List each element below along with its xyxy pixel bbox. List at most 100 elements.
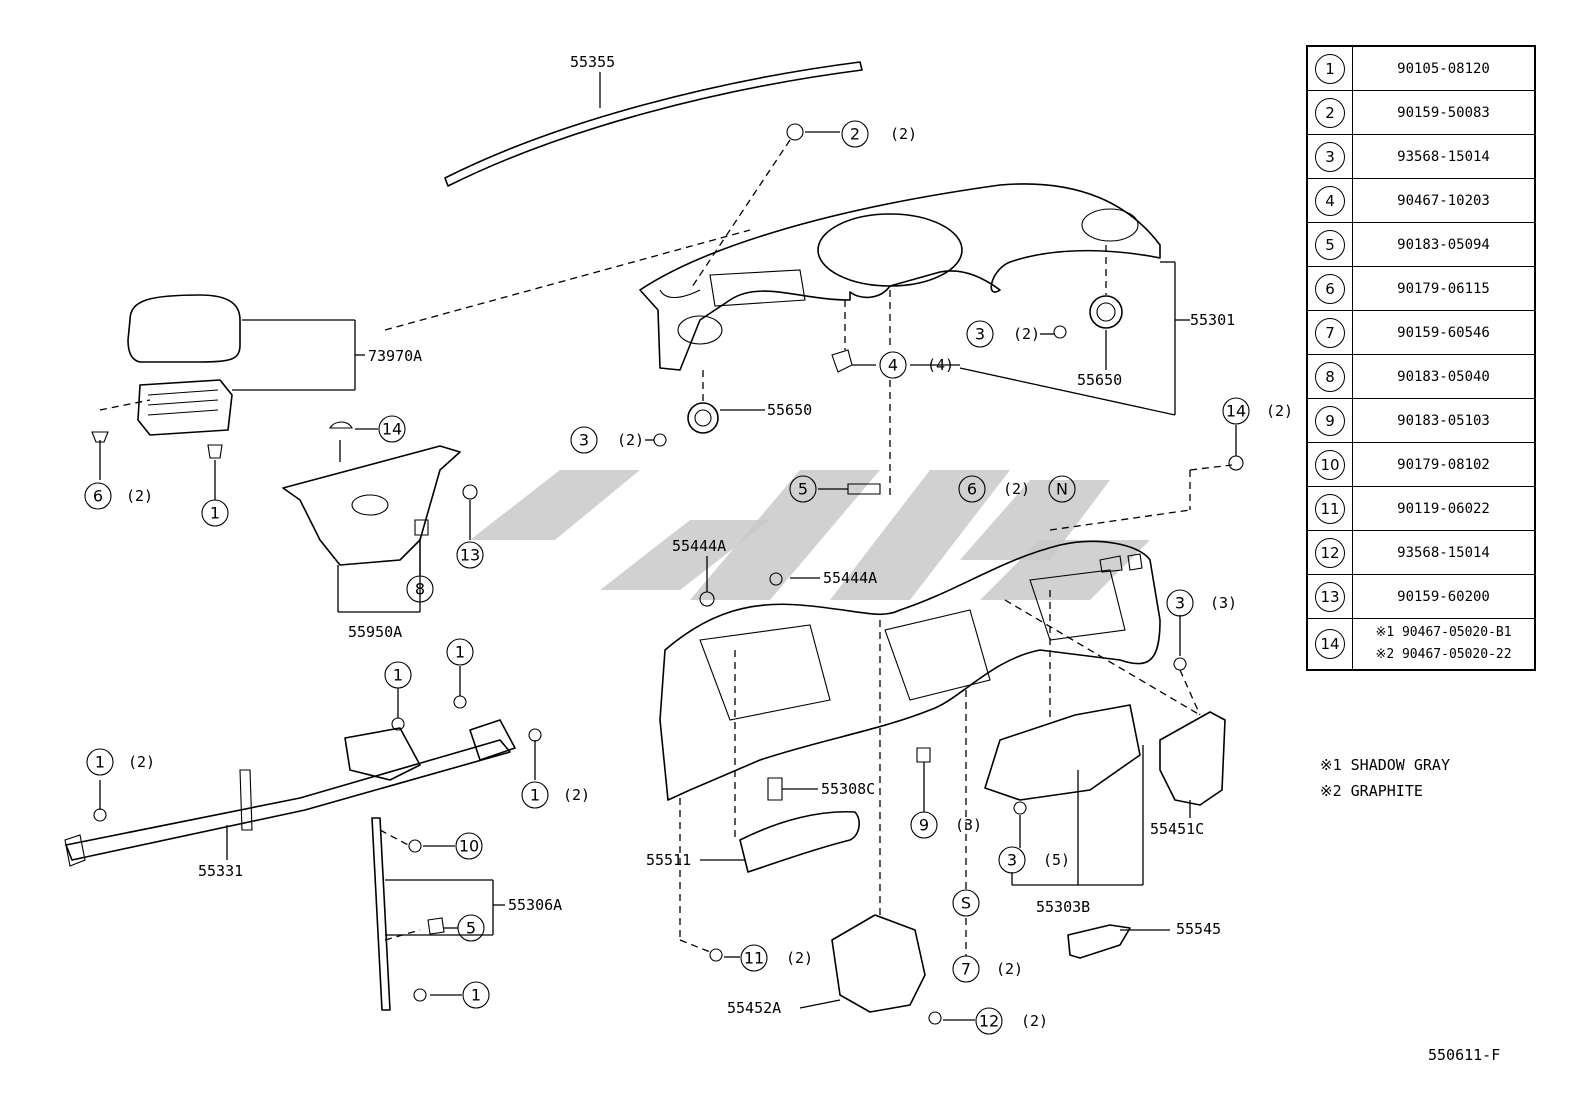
parts-table-ref-number: 2 xyxy=(1315,97,1345,128)
ref-1-f-num: 1 xyxy=(471,986,481,1005)
ref-7-num: 7 xyxy=(961,960,971,979)
part-55451C xyxy=(1159,615,1226,818)
ref-3-right: 3 (2) xyxy=(966,320,1040,348)
parts-table-part-number: 93568-15014 xyxy=(1352,134,1536,179)
screw-2-top xyxy=(689,123,840,291)
ref-4-qty: (4) xyxy=(927,356,954,374)
parts-table-ref-number: 8 xyxy=(1315,361,1345,392)
parts-table-ref: 10 xyxy=(1306,442,1353,487)
ref-14-b: 14 (2) xyxy=(1222,397,1293,425)
ref-12-num: 12 xyxy=(979,1012,999,1031)
ref-11-num: 11 xyxy=(744,949,764,968)
part-number-variant-1: ※1 90467-05020-B1 xyxy=(1375,625,1512,640)
screw-14-right xyxy=(1228,425,1244,471)
ref-9-qty: (3) xyxy=(955,816,982,834)
parts-table-ref: 6 xyxy=(1306,266,1353,311)
parts-table-ref: 9 xyxy=(1306,398,1353,443)
legend-graphite: ※2 GRAPHITE xyxy=(1320,782,1423,800)
parts-table-ref-number: 3 xyxy=(1315,141,1345,172)
callout-73970A: 73970A xyxy=(368,347,422,365)
parts-table-ref: 1 xyxy=(1306,45,1353,91)
ref-8: 8 xyxy=(406,575,434,603)
ref-1-a-num: 1 xyxy=(210,504,220,523)
parts-table-ref: 12 xyxy=(1306,530,1353,575)
ref-1-e-num: 1 xyxy=(530,786,540,805)
ref-6-mid: 6 (2) N xyxy=(958,475,1076,503)
ref-1-d: 1 (2) xyxy=(86,748,155,776)
defroster-strip xyxy=(444,61,863,187)
callout-55444A-right: 55444A xyxy=(823,569,877,587)
ref-11-qty: (2) xyxy=(786,949,813,967)
ref-10: 10 xyxy=(423,832,483,860)
parts-table-ref: 14 xyxy=(1306,618,1353,671)
ref-1-a: 1 xyxy=(201,499,229,527)
ref-3-bot-qty: (5) xyxy=(1043,851,1070,869)
parts-table-ref: 11 xyxy=(1306,486,1353,531)
ref-13-num: 13 xyxy=(460,546,480,565)
instrument-panel-upper xyxy=(639,183,1190,416)
watermark-logo xyxy=(470,470,1150,600)
clip-5-mid xyxy=(818,483,881,495)
ref-5-mid-num: 5 xyxy=(798,480,808,499)
clip-4 xyxy=(831,290,960,495)
part-55511 xyxy=(700,810,860,873)
parts-table-part-number: 90183-05094 xyxy=(1352,222,1536,267)
ref-3-far-qty: (3) xyxy=(1210,594,1237,612)
ref-1-d-num: 1 xyxy=(95,753,105,772)
ref-6-mid-num: 6 xyxy=(967,480,977,499)
ref-5-low: 5 xyxy=(457,914,485,942)
legend-shadow-gray: ※1 SHADOW GRAY xyxy=(1320,756,1450,774)
ref-2-top-num: 2 xyxy=(850,125,860,144)
parts-table-part-number: 90183-05040 xyxy=(1352,354,1536,399)
ref-14-b-num: 14 xyxy=(1226,402,1246,421)
ref-1-b: 1 xyxy=(446,638,474,666)
parts-table-ref: 3 xyxy=(1306,134,1353,179)
callout-55306A: 55306A xyxy=(508,896,562,914)
parts-table-ref-number: 4 xyxy=(1315,185,1345,216)
ref-1-f: 1 xyxy=(462,981,490,1009)
callout-55650-right: 55650 xyxy=(1077,371,1122,389)
ref-6-left-qty: (2) xyxy=(126,487,153,505)
ref-s: S xyxy=(952,889,980,917)
callout-55444A-left: 55444A xyxy=(672,537,726,555)
parts-table-ref: 2 xyxy=(1306,90,1353,135)
ref-4: 4 (4) xyxy=(879,351,954,379)
ref-3-left: 3 (2) xyxy=(570,426,644,454)
parts-table-ref: 4 xyxy=(1306,178,1353,223)
ref-3-far-num: 3 xyxy=(1175,594,1185,613)
callout-55545: 55545 xyxy=(1176,920,1221,938)
ref-14-b-qty: (2) xyxy=(1266,402,1293,420)
center-trim-panel xyxy=(282,421,478,613)
parts-table-ref-number: 13 xyxy=(1315,581,1345,612)
parts-table-part-number: 93568-15014 xyxy=(1352,530,1536,575)
parts-table-part-number: 90179-08102 xyxy=(1352,442,1536,487)
callout-55452A: 55452A xyxy=(727,999,781,1017)
part-number-variant-2: ※2 90467-05020-22 xyxy=(1375,647,1512,662)
ref-6-left-num: 6 xyxy=(93,487,103,506)
parts-table-row: 14 ※1 90467-05020-B1 ※2 90467-05020-22 xyxy=(1306,618,1536,671)
ref-13: 13 xyxy=(456,541,484,569)
ref-10-num: 10 xyxy=(459,837,479,856)
part-55308C xyxy=(767,777,818,801)
instrument-panel-lower xyxy=(659,464,1233,953)
diagram-code: 550611-F xyxy=(1428,1046,1501,1064)
parts-table-ref-number: 7 xyxy=(1315,317,1345,348)
callout-55650-left: 55650 xyxy=(767,401,812,419)
ref-3-bot: 3 (5) xyxy=(998,846,1070,874)
parts-table-part-number: 90159-50083 xyxy=(1352,90,1536,135)
part-55303B xyxy=(984,704,1144,886)
callout-55301: 55301 xyxy=(1190,311,1235,329)
screw-3-markers xyxy=(645,325,1067,447)
